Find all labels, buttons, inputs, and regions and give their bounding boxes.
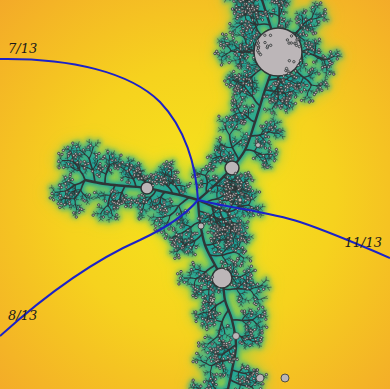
julia-illustration: [0, 0, 390, 389]
stage: 7/138/1311/13: [0, 0, 390, 389]
